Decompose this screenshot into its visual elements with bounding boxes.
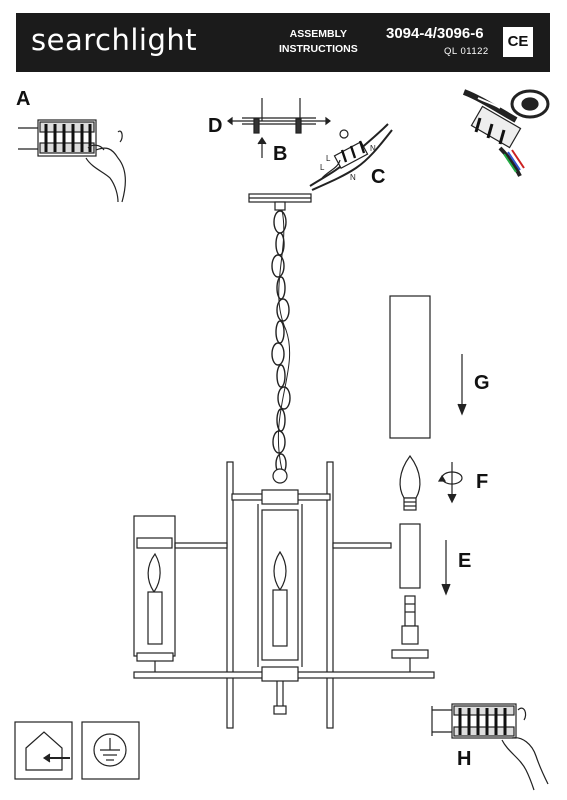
- down-arrow-e: [441, 540, 451, 596]
- insulated-cable-detail: [462, 89, 550, 177]
- step-label-d: D: [208, 115, 223, 137]
- rotate-arrow-icon: [437, 462, 463, 504]
- assembly-title-line2: INSTRUCTIONS: [279, 43, 358, 55]
- candle-bulb-f: [399, 454, 421, 511]
- step-label-b: B: [273, 143, 288, 165]
- ceiling-bracket-d: [227, 98, 331, 158]
- indoor-house-icon: [14, 721, 73, 780]
- step-label-c: C: [371, 166, 386, 188]
- earth-ground-icon: [81, 721, 140, 780]
- connector-label-l-top: L: [326, 154, 331, 163]
- connector-label-n-bottom: N: [350, 173, 356, 182]
- connector-label-l-bottom: L: [320, 163, 325, 172]
- connector-label-n-top: N: [370, 144, 376, 153]
- right-candle-holder: [391, 523, 429, 672]
- left-candle-shade: [133, 515, 176, 672]
- assembly-title: ASSEMBLY INSTRUCTIONS: [279, 27, 358, 57]
- down-arrow-g: [457, 354, 467, 416]
- document-code: QL 01122: [444, 46, 489, 57]
- step-label-g: G: [474, 372, 490, 394]
- ce-mark: CE: [503, 27, 533, 57]
- suspension-chain: [271, 209, 291, 475]
- terminal-block-h: [431, 703, 549, 791]
- brand-logo: searchlight: [31, 23, 198, 57]
- chandelier-frame: [133, 461, 435, 729]
- terminal-block-a: [18, 119, 126, 203]
- step-label-a: A: [16, 88, 31, 110]
- header-bar: searchlight ASSEMBLY INSTRUCTIONS 3094-4…: [16, 13, 550, 72]
- assembly-title-line1: ASSEMBLY: [289, 28, 348, 40]
- wire-connector-c: [309, 123, 393, 191]
- step-label-f: F: [476, 471, 489, 493]
- glass-shade-g: [389, 295, 431, 439]
- model-number: 3094-4/3096-6: [386, 25, 484, 42]
- step-label-e: E: [458, 550, 472, 572]
- step-label-h: H: [457, 748, 472, 770]
- center-candle-shade: [261, 509, 299, 661]
